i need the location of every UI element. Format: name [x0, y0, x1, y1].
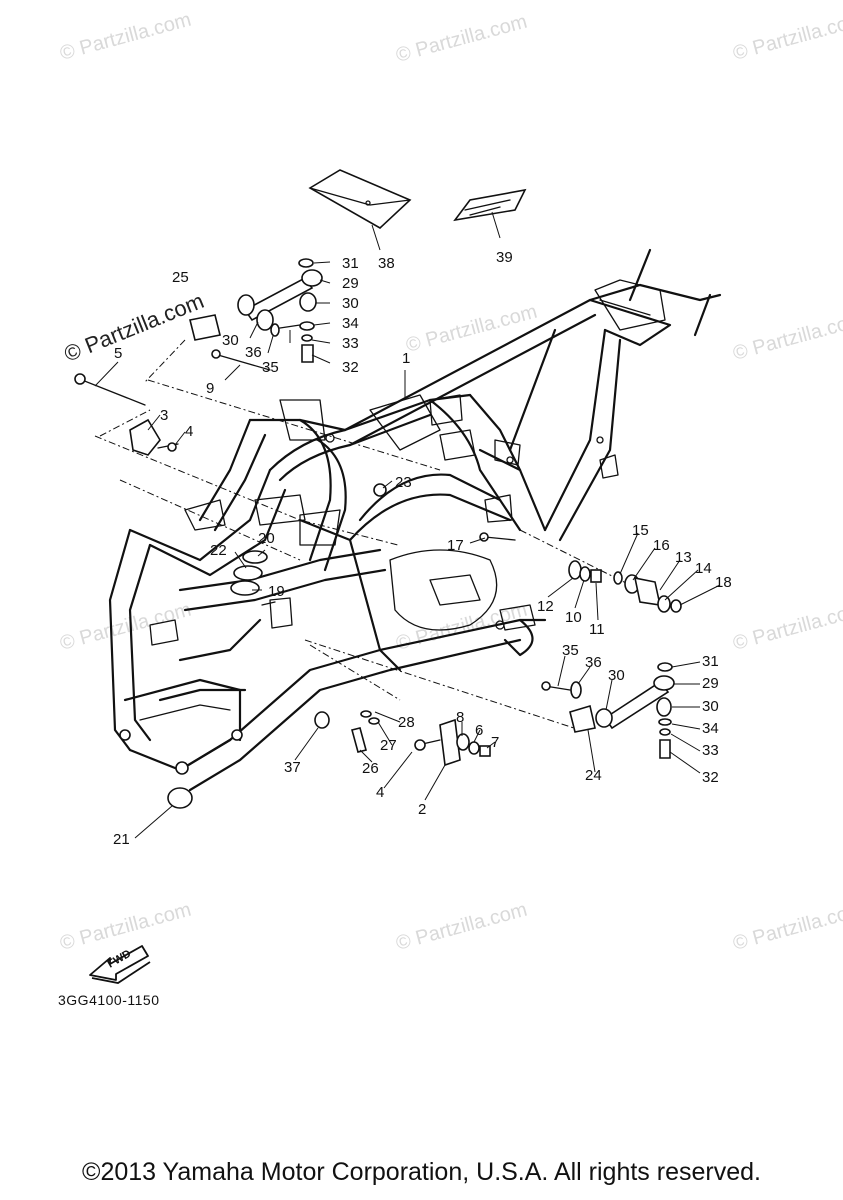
callout-4[interactable]: 4 [376, 784, 384, 801]
callout-30[interactable]: 30 [608, 667, 625, 684]
callout-10[interactable]: 10 [565, 609, 582, 626]
callout-30[interactable]: 30 [342, 295, 359, 312]
callout-12[interactable]: 12 [537, 598, 554, 615]
watermark: © Partzilla.com [731, 599, 843, 655]
watermark-prominent: © Partzilla.com [61, 288, 208, 367]
callout-30[interactable]: 30 [702, 698, 719, 715]
engine-mount-stay-upper [243, 276, 314, 322]
watermark: © Partzilla.com [731, 899, 843, 955]
callout-4[interactable]: 4 [185, 423, 193, 440]
loose-parts [74, 169, 682, 809]
callout-37[interactable]: 37 [284, 759, 301, 776]
owners-manual-pouch [308, 169, 412, 229]
callout-28[interactable]: 28 [398, 714, 415, 731]
callout-36[interactable]: 36 [245, 344, 262, 361]
copyright-notice: ©2013 Yamaha Motor Corporation, U.S.A. A… [82, 1158, 761, 1186]
callouts: 38 39 31 29 30 34 33 32 25 30 36 35 5 9 … [113, 249, 732, 848]
callout-5[interactable]: 5 [114, 345, 122, 362]
main-frame [108, 248, 722, 792]
watermark: © Partzilla.com [731, 9, 843, 65]
callout-34[interactable]: 34 [702, 720, 719, 737]
callout-31[interactable]: 31 [702, 653, 719, 670]
callout-1[interactable]: 1 [402, 350, 410, 367]
alignment-lines [94, 339, 641, 731]
watermarks: © Partzilla.com © Partzilla.com © Partzi… [58, 9, 843, 955]
watermark: © Partzilla.com [404, 301, 540, 357]
callout-15[interactable]: 15 [632, 522, 649, 539]
callout-29[interactable]: 29 [702, 675, 719, 692]
watermark: © Partzilla.com [58, 9, 194, 65]
callout-27[interactable]: 27 [380, 737, 397, 754]
callout-26[interactable]: 26 [362, 760, 379, 777]
callout-29[interactable]: 29 [342, 275, 359, 292]
callout-6[interactable]: 6 [475, 722, 483, 739]
callout-33[interactable]: 33 [702, 742, 719, 759]
watermark: © Partzilla.com [394, 899, 530, 955]
diagram-code: 3GG4100-1150 [58, 992, 160, 1008]
callout-17[interactable]: 17 [447, 537, 464, 554]
callout-23[interactable]: 23 [395, 474, 412, 491]
callout-3[interactable]: 3 [160, 407, 168, 424]
callout-25[interactable]: 25 [172, 269, 189, 286]
callout-2[interactable]: 2 [418, 801, 426, 818]
watermark: © Partzilla.com [731, 309, 843, 365]
callout-34[interactable]: 34 [342, 315, 359, 332]
fwd-arrow-icon: FWD [89, 945, 151, 984]
callout-8[interactable]: 8 [456, 709, 464, 726]
callout-32[interactable]: 32 [342, 359, 359, 376]
callout-13[interactable]: 13 [675, 549, 692, 566]
callout-21[interactable]: 21 [113, 831, 130, 848]
callout-35[interactable]: 35 [562, 642, 579, 659]
callout-14[interactable]: 14 [695, 560, 712, 577]
callout-22[interactable]: 22 [210, 542, 227, 559]
watermark: © Partzilla.com [394, 11, 530, 67]
callout-24[interactable]: 24 [585, 767, 602, 784]
callout-18[interactable]: 18 [715, 574, 732, 591]
callout-16[interactable]: 16 [653, 537, 670, 554]
callout-33[interactable]: 33 [342, 335, 359, 352]
watermark: © Partzilla.com [58, 599, 194, 655]
callout-20[interactable]: 20 [258, 530, 275, 547]
callout-19[interactable]: 19 [268, 583, 285, 600]
callout-7[interactable]: 7 [491, 734, 499, 751]
callout-35[interactable]: 35 [262, 359, 279, 376]
leader-lines [94, 211, 721, 839]
callout-32[interactable]: 32 [702, 769, 719, 786]
watermark: © Partzilla.com [58, 899, 194, 955]
callout-38[interactable]: 38 [378, 255, 395, 272]
callout-31[interactable]: 31 [342, 255, 359, 272]
callout-36[interactable]: 36 [585, 654, 602, 671]
callout-39[interactable]: 39 [496, 249, 513, 266]
callout-9[interactable]: 9 [206, 380, 214, 397]
callout-30[interactable]: 30 [222, 332, 239, 349]
callout-11[interactable]: 11 [589, 621, 605, 638]
